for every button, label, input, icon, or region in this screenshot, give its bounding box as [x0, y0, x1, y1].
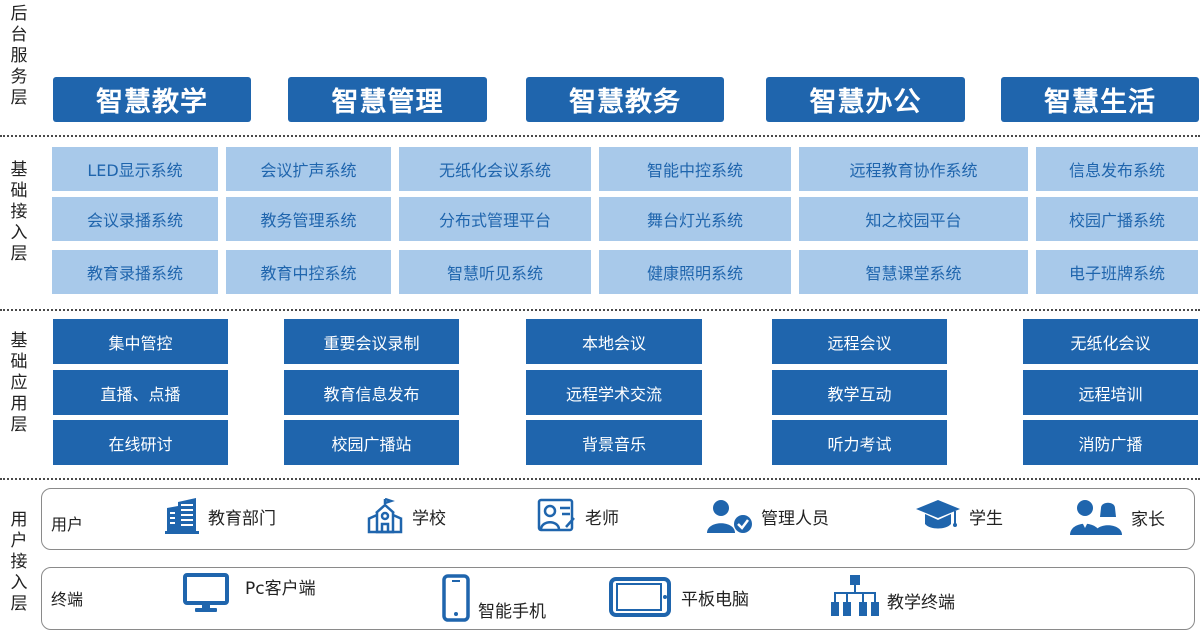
application-cell[interactable]: 远程会议 — [772, 319, 947, 364]
application-cell[interactable]: 远程培训 — [1023, 370, 1198, 415]
service-module[interactable]: 智慧生活 — [1001, 77, 1199, 122]
application-cell[interactable]: 在线研讨 — [53, 420, 228, 465]
terminal-item-label: 智能手机 — [478, 601, 546, 622]
user-item-label: 老师 — [585, 508, 619, 529]
terminals-panel: 终端 Pc客户端 智能手机 平板电脑 — [41, 567, 1195, 630]
terminal-item-label: 教学终端 — [887, 592, 955, 613]
user-item-education-dept[interactable]: 教育部门 — [164, 498, 276, 534]
layer-label-user: 用户接入层 — [10, 510, 28, 614]
user-item-teacher[interactable]: 老师 — [537, 498, 619, 534]
system-cell[interactable]: 会议扩声系统 — [226, 147, 391, 191]
system-cell[interactable]: 电子班牌系统 — [1036, 250, 1198, 294]
system-cell[interactable]: 分布式管理平台 — [399, 197, 591, 241]
system-cell[interactable]: 智慧听见系统 — [399, 250, 591, 294]
divider-line — [0, 135, 1200, 137]
user-item-student[interactable]: 学生 — [915, 498, 1003, 534]
application-cell[interactable]: 听力考试 — [772, 420, 947, 465]
system-cell[interactable]: 教务管理系统 — [226, 197, 391, 241]
service-module[interactable]: 智慧教务 — [526, 77, 724, 122]
system-cell[interactable]: 校园广播系统 — [1036, 197, 1198, 241]
user-item-label: 学校 — [412, 508, 446, 529]
application-cell[interactable]: 集中管控 — [53, 319, 228, 364]
system-cell[interactable]: 舞台灯光系统 — [599, 197, 791, 241]
terminal-item-label: Pc客户端 — [245, 578, 316, 599]
users-panel-title: 用户 — [51, 515, 84, 534]
phone-icon — [442, 574, 470, 622]
system-cell[interactable]: 教育录播系统 — [52, 250, 218, 294]
system-cell[interactable]: 智慧课堂系统 — [799, 250, 1028, 294]
terminal-item-phone[interactable]: 智能手机 — [442, 574, 546, 622]
terminal-item-label: 平板电脑 — [681, 589, 749, 610]
application-cell[interactable]: 直播、点播 — [53, 370, 228, 415]
layer-label-service: 后台服务层 — [10, 4, 28, 108]
service-module[interactable]: 智慧办公 — [766, 77, 965, 122]
layer-label-application: 基础应用层 — [10, 331, 28, 435]
user-item-label: 家长 — [1131, 509, 1165, 530]
system-cell[interactable]: 智能中控系统 — [599, 147, 791, 191]
parents-icon — [1070, 500, 1122, 535]
application-cell[interactable]: 本地会议 — [526, 319, 702, 364]
layer-label-access: 基础接入层 — [10, 160, 28, 264]
system-cell[interactable]: 信息发布系统 — [1036, 147, 1198, 191]
admin-icon — [707, 500, 752, 533]
application-cell[interactable]: 重要会议录制 — [284, 319, 459, 364]
terminal-item-tablet[interactable]: 平板电脑 — [609, 577, 749, 617]
graduation-cap-icon — [916, 500, 960, 529]
system-cell[interactable]: 教育中控系统 — [226, 250, 391, 294]
service-module[interactable]: 智慧管理 — [288, 77, 487, 122]
terminals-panel-title: 终端 — [51, 590, 84, 609]
users-panel: 用户 教育部门 — [41, 488, 1195, 550]
terminal-item-pc[interactable]: Pc客户端 — [183, 573, 316, 613]
terminal-item-teaching[interactable]: 教学终端 — [831, 574, 955, 618]
tablet-icon — [609, 577, 671, 617]
user-item-parent[interactable]: 家长 — [1069, 498, 1165, 536]
user-item-label: 教育部门 — [208, 508, 276, 529]
system-cell[interactable]: 远程教育协作系统 — [799, 147, 1028, 191]
application-cell[interactable]: 背景音乐 — [526, 420, 702, 465]
system-cell[interactable]: 知之校园平台 — [799, 197, 1028, 241]
application-cell[interactable]: 教育信息发布 — [284, 370, 459, 415]
application-cell[interactable]: 远程学术交流 — [526, 370, 702, 415]
application-cell[interactable]: 教学互动 — [772, 370, 947, 415]
building-icon — [165, 498, 199, 534]
user-item-school[interactable]: 学校 — [366, 498, 446, 534]
system-cell[interactable]: 健康照明系统 — [599, 250, 791, 294]
divider-line — [0, 478, 1200, 480]
service-module[interactable]: 智慧教学 — [53, 77, 251, 122]
user-item-admin[interactable]: 管理人员 — [705, 498, 829, 534]
system-cell[interactable]: 会议录播系统 — [52, 197, 218, 241]
divider-line — [0, 309, 1200, 311]
user-item-label: 学生 — [969, 508, 1003, 529]
application-cell[interactable]: 校园广播站 — [284, 420, 459, 465]
system-cell[interactable]: LED显示系统 — [52, 147, 218, 191]
school-icon — [367, 498, 403, 534]
network-icon — [831, 575, 879, 616]
system-cell[interactable]: 无纸化会议系统 — [399, 147, 591, 191]
application-cell[interactable]: 无纸化会议 — [1023, 319, 1198, 364]
teacher-icon — [537, 498, 575, 532]
application-cell[interactable]: 消防广播 — [1023, 420, 1198, 465]
monitor-icon — [183, 573, 229, 612]
user-item-label: 管理人员 — [761, 508, 829, 529]
